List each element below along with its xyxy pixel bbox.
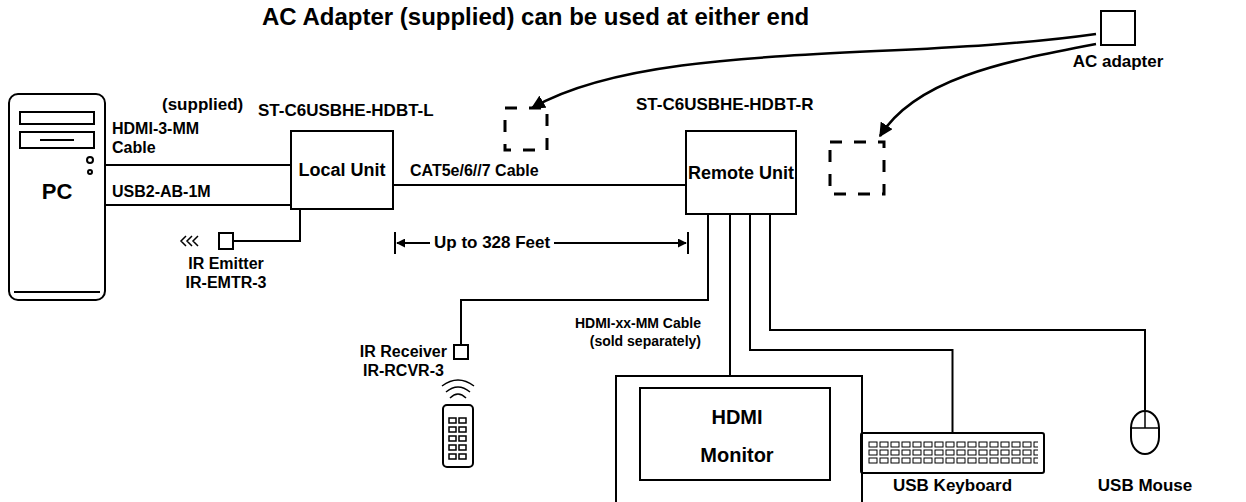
dimension-label: Up to 328 Feet xyxy=(430,233,554,253)
ir-waves xyxy=(442,380,474,398)
supplied-note: (supplied) xyxy=(162,95,243,115)
text-group: USB Keyboard xyxy=(893,476,1012,496)
usb-mouse: USB Mouse xyxy=(1130,410,1160,455)
mouse-buttons xyxy=(1131,411,1159,428)
ac-adapter: AC adapter xyxy=(1100,10,1136,46)
dimension xyxy=(395,232,688,254)
dashed-square xyxy=(830,142,884,194)
remote-button xyxy=(459,445,466,450)
node-text: IR Emitter xyxy=(186,254,267,273)
local-unit: Local Unit xyxy=(290,130,394,210)
keyboard-keys xyxy=(868,441,1038,465)
base-line xyxy=(14,291,100,293)
remote-body xyxy=(443,405,473,467)
node-text: USB Keyboard xyxy=(893,476,1012,496)
ac-arrow xyxy=(880,44,1096,136)
remote-buttons xyxy=(449,418,466,459)
ac-arrows xyxy=(532,34,1096,136)
remote-control xyxy=(442,380,474,467)
node-text: Remote Unit xyxy=(688,162,794,184)
remote-button xyxy=(449,418,456,423)
remote-button xyxy=(449,454,456,459)
remote-button xyxy=(449,427,456,432)
power-button xyxy=(87,157,93,163)
cable-connector xyxy=(729,215,731,375)
cable-connector xyxy=(234,210,300,241)
usb-keyboard: USB Keyboard xyxy=(860,432,1045,474)
monitor-screen xyxy=(640,388,830,480)
diagram-title: AC Adapter (supplied) can be used at eit… xyxy=(262,3,809,31)
remote-button xyxy=(459,436,466,441)
node-text: IR-RCVR-3 xyxy=(360,361,447,380)
text-group: IR EmitterIR-EMTR-3 xyxy=(186,254,267,292)
cable-label: CAT5e/6//7 Cable xyxy=(410,161,539,180)
floppy-slot xyxy=(40,139,74,141)
ir-receiver: IR ReceiverIR-RCVR-3 xyxy=(453,344,469,360)
cable-connector xyxy=(750,215,953,432)
remote-button xyxy=(459,418,466,423)
cable-label: USB2-AB-1M xyxy=(112,182,211,201)
emitter-waves xyxy=(181,236,198,246)
remote-button xyxy=(459,427,466,432)
cable-connector xyxy=(770,215,1145,410)
text-group: HDMI Monitor xyxy=(642,390,832,482)
remote-button xyxy=(449,445,456,450)
ir-waves xyxy=(181,236,198,246)
screen xyxy=(640,388,830,480)
cable-label: HDMI-3-MM Cable xyxy=(112,119,222,157)
part-number: ST-C6USBHE-HDBT-R xyxy=(636,95,814,115)
cable-connector xyxy=(106,204,290,206)
node-text: IR Receiver xyxy=(360,342,447,361)
node-text: Local Unit xyxy=(298,159,385,181)
floppy-drive xyxy=(20,132,94,148)
node-text: USB Mouse xyxy=(1098,476,1192,496)
node-text: AC adapter xyxy=(1073,52,1164,72)
cable-label: HDMI-xx-MM Cable (sold separately) xyxy=(556,314,701,350)
cable-connector xyxy=(106,164,290,166)
key-rows xyxy=(868,441,1038,465)
remote-unit: Remote Unit xyxy=(685,130,797,215)
hdmi-monitor: HDMI Monitor xyxy=(615,375,863,502)
text-group: PC xyxy=(10,179,104,205)
node-text: IR-EMTR-3 xyxy=(186,273,267,292)
cable-connector xyxy=(394,184,685,186)
text-group: AC adapter xyxy=(1073,52,1164,72)
ac-arrow xyxy=(532,34,1096,108)
ir-emitter: IR EmitterIR-EMTR-3 xyxy=(218,232,234,250)
node-text: PC xyxy=(10,179,104,205)
dimension-tick xyxy=(394,232,396,254)
remote-button xyxy=(459,454,466,459)
node-text: HDMI Monitor xyxy=(682,398,792,474)
remote-button xyxy=(449,436,456,441)
pc-tower: PC xyxy=(8,93,106,301)
mouse-button-line xyxy=(1144,411,1146,428)
text-group: USB Mouse xyxy=(1098,476,1192,496)
text-group: IR ReceiverIR-RCVR-3 xyxy=(360,342,447,380)
led xyxy=(88,170,92,174)
part-number: ST-C6USBHE-HDBT-L xyxy=(258,101,434,121)
dimension-tick xyxy=(687,232,689,254)
drive-bay xyxy=(20,112,94,124)
dashed-square xyxy=(505,108,547,150)
